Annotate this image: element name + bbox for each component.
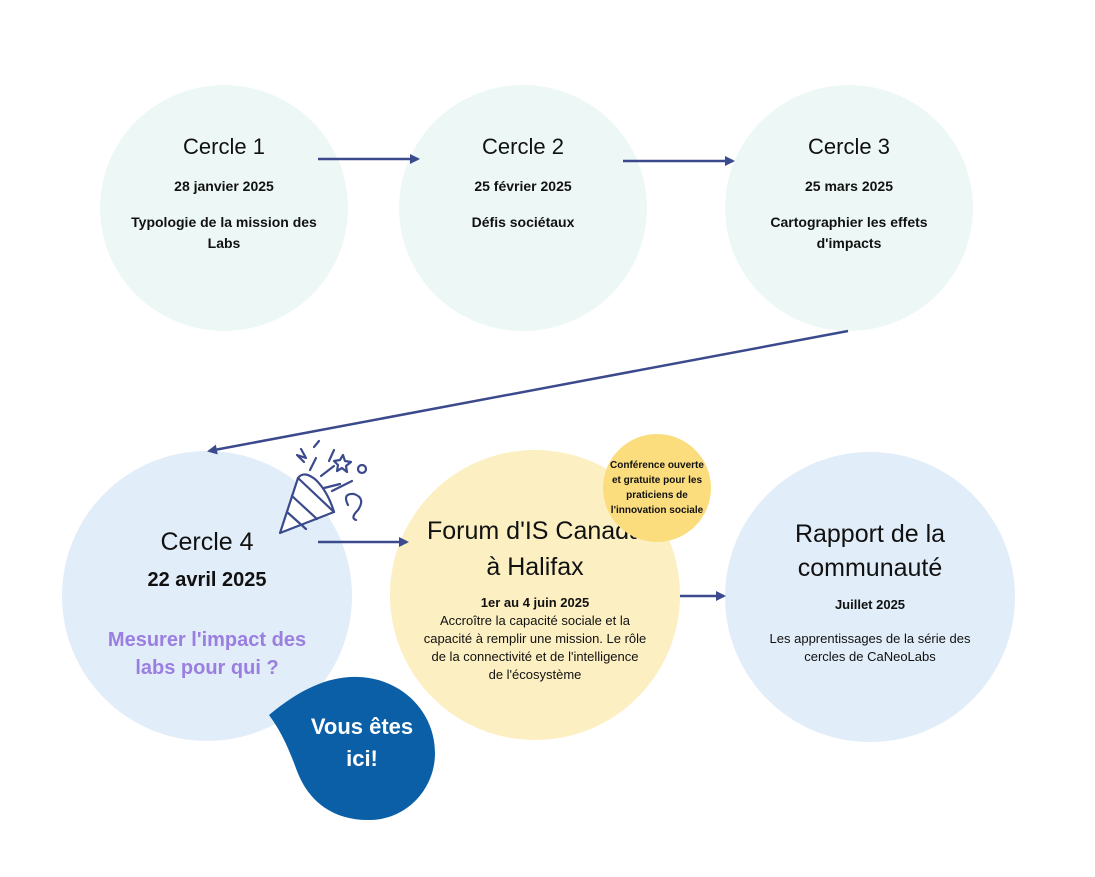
circle-4-date: 22 avril 2025 xyxy=(147,569,267,591)
circle-1-date: 28 janvier 2025 xyxy=(174,178,274,194)
circle-3-date: 25 mars 2025 xyxy=(805,178,893,194)
circle-2-date: 25 février 2025 xyxy=(474,178,572,194)
report-title: Rapport de la communauté xyxy=(794,519,946,582)
circle-2-description: Défis sociétaux xyxy=(471,214,575,230)
location-pin-icon xyxy=(269,676,435,821)
forum-description: Accroître la capacité sociale et la capa… xyxy=(423,612,647,682)
circle-3-title: Cercle 3 xyxy=(808,134,890,159)
circle-1-title: Cercle 1 xyxy=(183,134,265,159)
circle-2: Cercle 2 25 février 2025 Défis sociétaux xyxy=(399,85,647,331)
circle-3-description: Cartographier les effets d'impacts xyxy=(770,214,928,251)
report-circle: Rapport de la communauté Juillet 2025 Le… xyxy=(725,452,1015,742)
circle-4-focus-question: Mesurer l'impact des labs pour qui ? xyxy=(107,629,307,679)
circle-1-description: Typologie de la mission des Labs xyxy=(131,214,317,251)
report-date: Juillet 2025 xyxy=(834,596,906,612)
party-popper-icon xyxy=(278,439,368,535)
badge-text: Conférence ouverte et gratuite pour les … xyxy=(610,460,704,516)
report-description: Les apprentissages de la série des cercl… xyxy=(769,630,971,664)
arrow-3-to-4 xyxy=(207,329,849,455)
free-conference-badge: Conférence ouverte et gratuite pour les … xyxy=(603,434,711,542)
forum-date: 1er au 4 juin 2025 xyxy=(480,594,590,610)
circle-1: Cercle 1 28 janvier 2025 Typologie de la… xyxy=(100,85,348,331)
circle-3: Cercle 3 25 mars 2025 Cartographier les … xyxy=(725,85,973,331)
you-are-here-marker: Vous êtes ici! xyxy=(267,675,437,821)
forum-title: Forum d'IS Canada à Halifax xyxy=(427,516,643,581)
you-are-here-label: Vous êtes ici! xyxy=(310,714,414,771)
circle-4-title: Cercle 4 xyxy=(160,528,254,556)
circle-2-title: Cercle 2 xyxy=(482,134,564,159)
